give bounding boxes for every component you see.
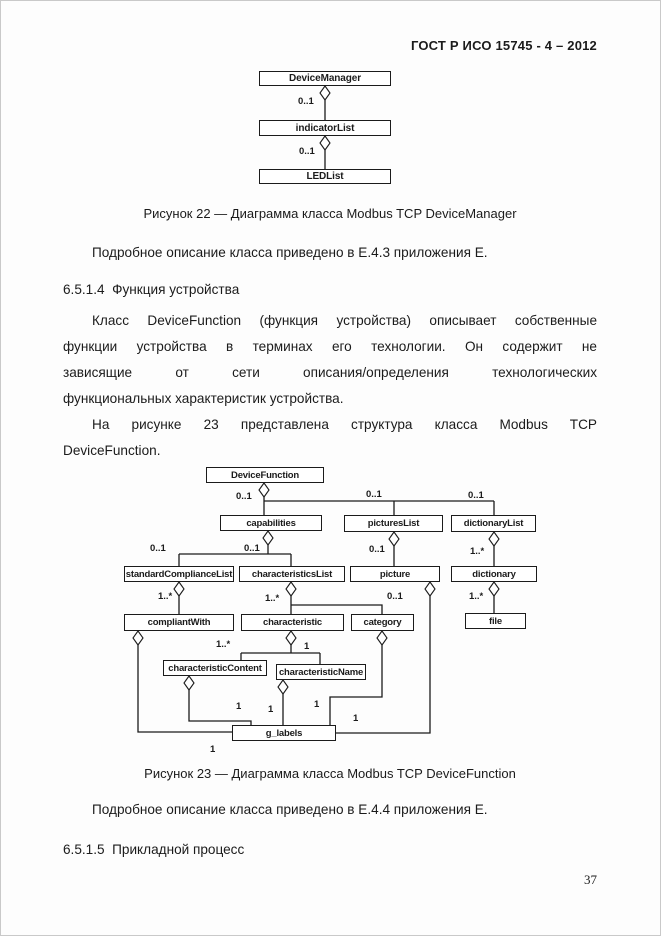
text-line: На рисунке 23 представлена структура кла… xyxy=(92,417,597,432)
figure-22-caption: Рисунок 22 — Диаграмма класса Modbus TCP… xyxy=(143,206,517,221)
multiplicity-label: 1 xyxy=(268,704,274,715)
class-box-dictionary: dictionary xyxy=(451,566,537,582)
multiplicity-label: 1..* xyxy=(158,591,173,602)
page-number: 37 xyxy=(584,872,597,887)
multiplicity-label: 0..1 xyxy=(369,544,385,555)
multiplicity-label: 1 xyxy=(210,744,216,755)
class-box-file: file xyxy=(465,613,526,629)
class-box-dictionarylist: dictionaryList xyxy=(451,515,536,532)
class-box-ledlist: LEDList xyxy=(259,169,391,184)
paragraph-e43: Подробное описание класса приведено в Е.… xyxy=(92,245,488,260)
class-box-capabilities: capabilities xyxy=(220,515,322,531)
class-box-devicefunction: DeviceFunction xyxy=(206,467,324,483)
multiplicity-label: 1..* xyxy=(265,593,280,604)
multiplicity-label: 0..1 xyxy=(244,543,260,554)
class-box-characteristicslist: characteristicsList xyxy=(239,566,345,582)
class-box-characteristicname: characteristicName xyxy=(276,664,366,680)
text-line: зависящие от сети описания/определения т… xyxy=(63,365,597,380)
heading-6-5-1-4: 6.5.1.4 Функция устройства xyxy=(63,282,240,297)
multiplicity-label: 1..* xyxy=(216,639,231,650)
class-box-picture: picture xyxy=(350,566,440,582)
paragraph-devicefunction: Класс DeviceFunction (функция устройства… xyxy=(63,308,597,412)
text-line: Класс DeviceFunction (функция устройства… xyxy=(92,313,597,328)
multiplicity-label: 1 xyxy=(304,641,310,652)
class-box-characteristic: characteristic xyxy=(241,614,344,631)
text-line: DeviceFunction. xyxy=(63,443,161,458)
multiplicity-label: 0..1 xyxy=(366,489,382,500)
class-box-category: category xyxy=(351,614,414,631)
heading-6-5-1-5: 6.5.1.5 Прикладной процесс xyxy=(63,842,245,857)
standard-number-header: ГОСТ Р ИСО 15745 - 4 – 2012 xyxy=(410,38,597,53)
paragraph-figure23-intro: На рисунке 23 представлена структура кла… xyxy=(63,412,597,464)
multiplicity-label: 1 xyxy=(236,701,242,712)
multiplicity-label: 1..* xyxy=(470,546,485,557)
multiplicity-label: 0..1 xyxy=(468,490,484,501)
class-box-devicemanager: DeviceManager xyxy=(259,71,391,86)
text-line: функции устройства в терминах его технол… xyxy=(63,339,597,354)
class-box-characteristiccontent: characteristicContent xyxy=(163,660,267,676)
multiplicity-label: 1 xyxy=(353,713,359,724)
multiplicity-label: 1 xyxy=(314,699,320,710)
figure-23-caption: Рисунок 23 — Диаграмма класса Modbus TCP… xyxy=(144,766,516,781)
class-box-standardcompliancelist: standardComplianceList xyxy=(124,566,234,582)
multiplicity-label: 0..1 xyxy=(236,491,252,502)
paragraph-e44: Подробное описание класса приведено в Е.… xyxy=(92,802,488,817)
text-line: функциональных характеристик устройства. xyxy=(63,391,344,406)
multiplicity-label: 0..1 xyxy=(150,543,166,554)
multiplicity-label: 1..* xyxy=(469,591,484,602)
class-box-compliantwith: compliantWith xyxy=(124,614,234,631)
multiplicity-label: 0..1 xyxy=(298,96,314,107)
class-box-pictureslist: picturesList xyxy=(344,515,443,532)
class-box-glabels: g_labels xyxy=(232,725,336,741)
multiplicity-label: 0..1 xyxy=(299,146,315,157)
multiplicity-label: 0..1 xyxy=(387,591,403,602)
class-box-indicatorlist: indicatorList xyxy=(259,120,391,136)
